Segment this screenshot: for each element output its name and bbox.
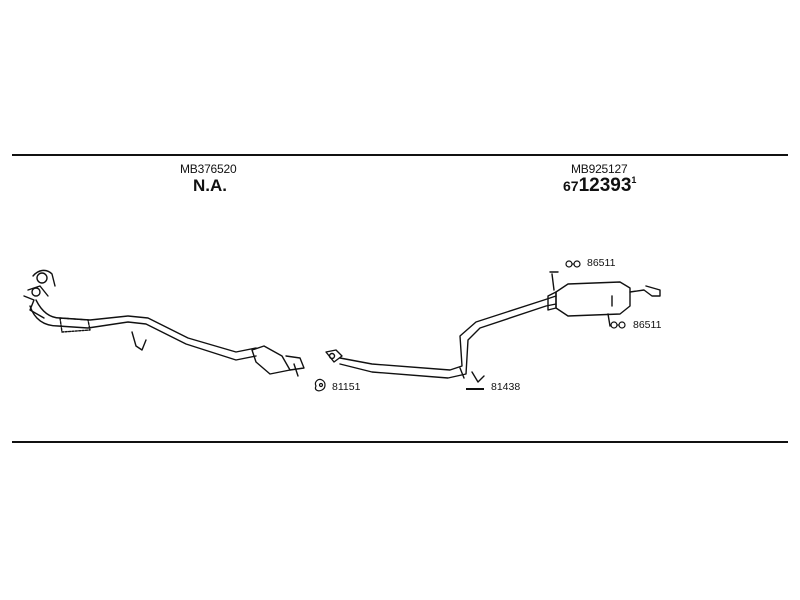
right-part-number: 67123931: [563, 175, 636, 197]
callout-gasket: 81151: [332, 381, 361, 393]
right-part-number-main: 12393: [578, 175, 632, 196]
left-part-note: N.A.: [193, 176, 227, 195]
bottom-divider: [12, 441, 788, 443]
left-part-code: MB376520: [180, 162, 237, 176]
front-manifold-pipe: [23, 269, 305, 377]
gasket-icon: [314, 378, 326, 392]
right-part-code: MB925127: [571, 162, 628, 176]
right-part-number-prefix: 67: [563, 178, 579, 194]
hanger-right-icon: [610, 321, 626, 329]
callout-hanger-right: 86511: [633, 319, 662, 331]
top-divider: [12, 154, 788, 156]
hanger-top-icon: [565, 260, 581, 268]
rear-pipe-silencer: [325, 271, 661, 383]
callout-hanger-top: 86511: [587, 257, 616, 269]
right-part-number-suffix: 1: [631, 175, 637, 185]
callout-clamp: 81438: [491, 381, 521, 393]
